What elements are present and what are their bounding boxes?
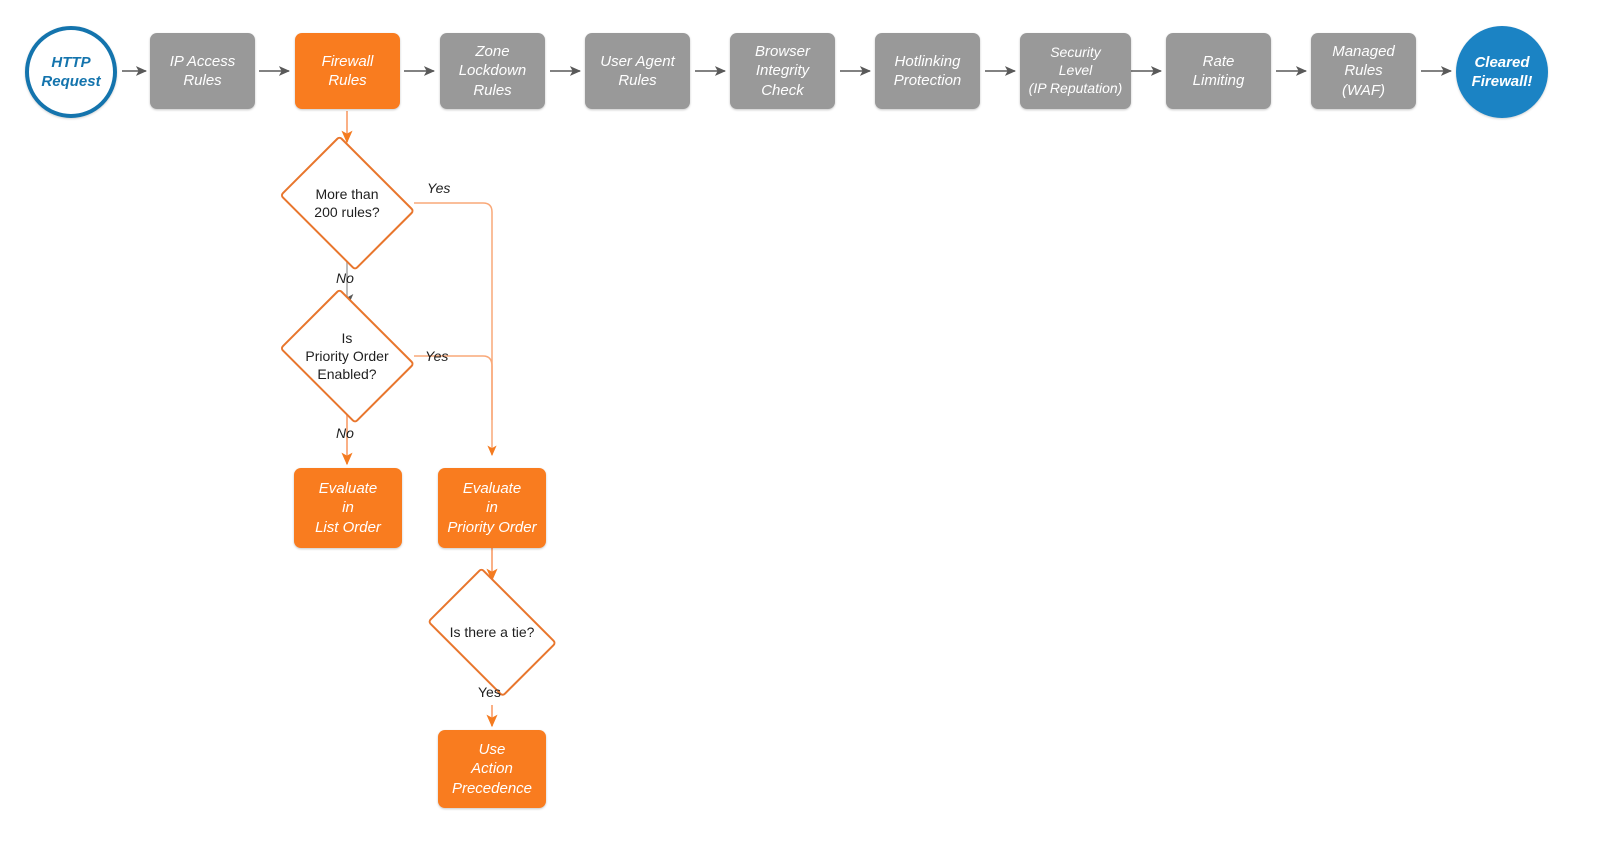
node-use-action-precedence[interactable]: Use Action Precedence (438, 730, 546, 808)
edge-label-yes-priority-order: Yes (425, 348, 449, 364)
node-ip-access-rules[interactable]: IP Access Rules (150, 33, 255, 109)
edge-label-no-priority-order: No (336, 425, 354, 441)
node-security-level[interactable]: Security Level (IP Reputation) (1020, 33, 1131, 109)
node-label: Use Action Precedence (451, 741, 533, 797)
node-hotlinking-protection[interactable]: Hotlinking Protection (875, 33, 980, 109)
node-label: Rate Limiting (1192, 52, 1245, 89)
node-firewall-rules[interactable]: Firewall Rules (295, 33, 400, 109)
node-zone-lockdown-rules[interactable]: Zone Lockdown Rules (440, 33, 545, 109)
decision-label: Is there a tie? (449, 623, 535, 640)
edge-label-yes-200-rules: Yes (427, 180, 451, 196)
node-label: Hotlinking Protection (893, 52, 962, 89)
node-http-request[interactable]: HTTP Request (25, 26, 117, 118)
node-label: Evaluate in Priority Order (447, 480, 537, 536)
decision-more-than-200-rules[interactable]: More than 200 rules? (272, 135, 422, 271)
edge-label-yes-tie: Yes (478, 684, 501, 700)
node-label: IP Access Rules (169, 52, 236, 89)
node-label: Zone Lockdown Rules (458, 43, 527, 99)
node-browser-integrity-check[interactable]: Browser Integrity Check (730, 33, 835, 109)
decision-priority-order-enabled[interactable]: Is Priority Order Enabled? (272, 288, 422, 424)
node-label: HTTP Request (41, 53, 101, 90)
node-label: Cleared Firewall! (1471, 53, 1533, 90)
node-evaluate-list-order[interactable]: Evaluate in List Order (294, 468, 402, 548)
node-rate-limiting[interactable]: Rate Limiting (1166, 33, 1271, 109)
node-cleared-firewall[interactable]: Cleared Firewall! (1456, 26, 1548, 118)
node-label: Managed Rules (WAF) (1332, 43, 1395, 99)
node-evaluate-priority-order[interactable]: Evaluate in Priority Order (438, 468, 546, 548)
decision-label: Is Priority Order Enabled? (305, 329, 389, 383)
node-label: Firewall Rules (321, 52, 374, 89)
decision-label: More than 200 rules? (314, 185, 380, 220)
node-label: Evaluate in List Order (315, 480, 381, 536)
node-managed-rules-waf[interactable]: Managed Rules (WAF) (1311, 33, 1416, 109)
node-user-agent-rules[interactable]: User Agent Rules (585, 33, 690, 109)
decision-is-there-a-tie[interactable]: Is there a tie? (417, 567, 567, 697)
node-label: Security Level (IP Reputation) (1028, 44, 1123, 96)
edge-label-no-200-rules: No (336, 270, 354, 286)
node-label: User Agent Rules (600, 52, 675, 89)
node-label: Browser Integrity Check (754, 43, 810, 99)
